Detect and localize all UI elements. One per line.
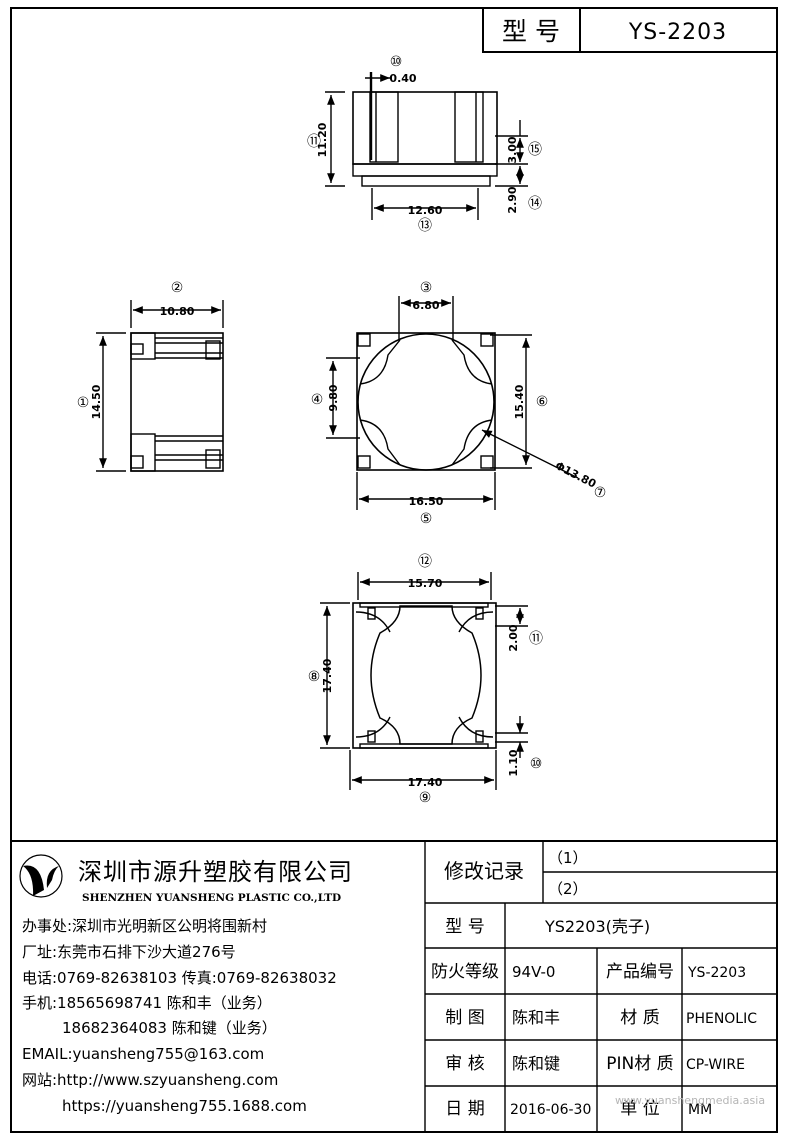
dim-side-width: 10.80	[160, 305, 195, 318]
drawing-border	[10, 7, 778, 1133]
callout-1: ①	[77, 395, 90, 411]
dim-slot-height: 3.00	[506, 136, 519, 163]
plan-view	[326, 296, 579, 510]
plan-view-labels: ③ 6.80 ④ 9.80 15.40 ⑥ 16.50 ⑤ Φ13.80 ⑦	[311, 280, 607, 527]
model-value: YS-2203	[628, 20, 727, 45]
product-code-value: YS-2203	[687, 965, 746, 981]
callout-6: ⑥	[536, 394, 549, 410]
callout-15: ⑮	[528, 142, 542, 158]
material-label: 材 质	[620, 1008, 659, 1028]
callout-14: ⑭	[528, 196, 542, 212]
callout-7: ⑦	[594, 485, 607, 501]
mobile-2: 18682364083 陈和键（业务）	[62, 1019, 277, 1037]
phone-fax: 电话:0769-82638103 传真:0769-82638032	[22, 969, 337, 987]
callout-3: ③	[420, 280, 433, 296]
unit-value: MM	[688, 1102, 712, 1118]
dim-pin-thickness: 0.40	[389, 72, 416, 85]
mobile-1: 手机:18565698741 陈和丰（业务）	[22, 994, 272, 1012]
bottom-view	[320, 572, 528, 790]
website-1: 网站:http://www.szyuansheng.com	[22, 1071, 278, 1089]
callout-10b: ⑩	[530, 756, 543, 772]
title-area-lines	[11, 840, 777, 1132]
checked-by-value: 陈和键	[512, 1054, 560, 1073]
callout-11b: ⑪	[529, 631, 543, 647]
callout-9: ⑨	[419, 790, 432, 806]
top-view	[325, 72, 528, 220]
checked-by-label: 审 核	[445, 1054, 484, 1074]
side-view	[96, 300, 224, 472]
dim-height: 11.20	[316, 122, 329, 157]
pin-material-value: CP-WIRE	[686, 1057, 745, 1073]
type-label: 型 号	[445, 917, 484, 937]
callout-8: ⑧	[308, 669, 321, 685]
fire-rating-label: 防火等级	[431, 962, 499, 982]
office-address: 办事处:深圳市光明新区公明将围新村	[22, 917, 267, 935]
dim-bottom-height: 17.40	[321, 658, 334, 693]
revision-label: 修改记录	[444, 859, 524, 883]
callout-4: ④	[311, 392, 324, 408]
dim-slot-width: 6.80	[412, 299, 439, 312]
website-2: https://yuansheng755.1688.com	[62, 1097, 307, 1115]
watermark: www.yuanshengmedia.asia	[615, 1094, 765, 1107]
callout-11: ⑪	[307, 134, 321, 150]
callout-5: ⑤	[420, 511, 433, 527]
company-name-en: SHENZHEN YUANSHENG PLASTIC CO.,LTD	[82, 892, 341, 904]
callout-10: ⑩	[390, 54, 403, 70]
material-value: PHENOLIC	[686, 1011, 757, 1027]
dim-side-height: 14.50	[90, 384, 103, 419]
unit-label: 单 位	[620, 1099, 659, 1119]
date-label: 日 期	[445, 1099, 484, 1119]
product-code-label: 产品编号	[606, 962, 674, 982]
dim-rim: 1.10	[507, 749, 520, 776]
revision-1: （1）	[548, 849, 588, 867]
revision-2: （2）	[548, 880, 588, 898]
date-value: 2016-06-30	[510, 1102, 591, 1118]
title-block: 修改记录 （1） （2） 型 号 YS2203(壳子) 防火等级 94V-0 产…	[431, 849, 757, 1119]
dim-diameter: Φ13.80	[553, 459, 599, 491]
company-logo	[19, 854, 63, 898]
dim-bottom-width: 15.70	[408, 577, 443, 590]
fire-rating-value: 94V-0	[512, 963, 555, 981]
dim-pad-offset: 2.00	[507, 624, 520, 651]
drawn-by-value: 陈和丰	[512, 1008, 560, 1027]
dim-plan-width: 16.50	[409, 495, 444, 508]
dim-base-width: 12.60	[408, 204, 443, 217]
type-value: YS2203(壳子)	[544, 917, 650, 936]
dim-bottom-width-2: 17.40	[408, 776, 443, 789]
pin-material-label: PIN材 质	[606, 1054, 673, 1074]
side-view-labels: ② 10.80 ① 14.50	[77, 280, 195, 419]
company-info: 深圳市源升塑胶有限公司 SHENZHEN YUANSHENG PLASTIC C…	[22, 858, 353, 1115]
callout-13: ⑬	[418, 218, 432, 234]
drawn-by-label: 制 图	[445, 1008, 484, 1028]
header-model-box: 型 号 YS-2203	[482, 7, 778, 53]
dim-base-height: 2.90	[506, 186, 519, 213]
top-view-labels: 0.40 ⑩ 11.20 ⑪ 3.00 ⑮ 2.90 ⑭ 12.60 ⑬	[307, 54, 542, 234]
dim-pin-span: 15.40	[513, 384, 526, 419]
company-name-cn: 深圳市源升塑胶有限公司	[78, 858, 353, 886]
factory-address: 厂址:东莞市石排下沙大道276号	[22, 943, 236, 961]
callout-12: ⑫	[418, 554, 432, 570]
bottom-view-labels: ⑫ 15.70 ⑧ 17.40 2.00 ⑪ 17.40 ⑨ 1.10 ⑩	[308, 554, 543, 806]
model-label: 型 号	[502, 17, 560, 46]
email: EMAIL:yuansheng755@163.com	[22, 1045, 264, 1063]
dim-pin-spacing: 9.80	[327, 384, 340, 411]
callout-2: ②	[171, 280, 184, 296]
